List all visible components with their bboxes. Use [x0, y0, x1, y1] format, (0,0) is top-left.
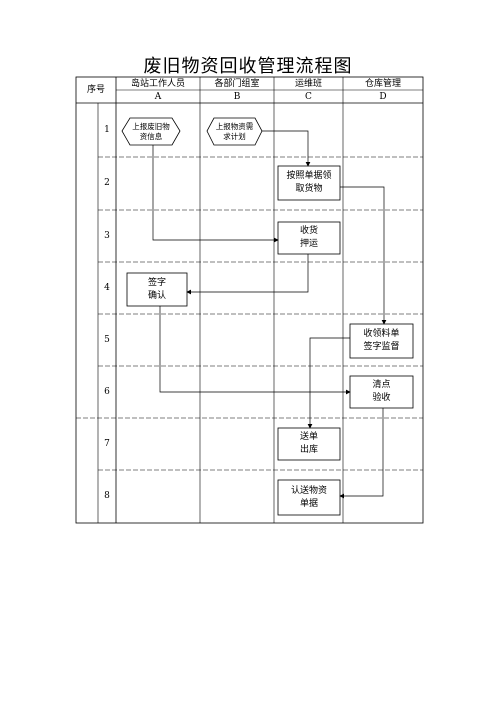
node-4a-line2: 确认	[147, 290, 166, 301]
header-col-c-code: C	[305, 92, 312, 102]
node-hex-1b	[206, 117, 263, 146]
node-1a-line1: 上报废旧物	[132, 121, 170, 131]
node-7c-line2: 出库	[299, 445, 318, 455]
header-col-b-code: B	[233, 92, 241, 102]
node-1a-line2: 资信息	[139, 131, 163, 141]
node-8c-text: 认送物资 单据	[278, 480, 340, 515]
node-1b-text: 上报物资需 求计划	[209, 118, 260, 145]
node-2c-line2: 取货物	[295, 184, 323, 194]
node-5d-line1: 收领料单	[363, 329, 400, 339]
connector-2c-5d	[340, 186, 387, 325]
node-8c-line1: 认送物资	[290, 485, 327, 496]
node-hex-1a	[121, 117, 181, 146]
row-number: 7	[104, 439, 110, 449]
connector-1b-2c	[262, 130, 311, 167]
row-number: 4	[104, 283, 110, 293]
node-4a-line1: 签字	[147, 277, 166, 288]
node-box-4a	[126, 272, 188, 307]
node-6d-text: 清点 验收	[350, 376, 413, 408]
node-2c-text: 按照单据领 取货物	[278, 166, 340, 200]
node-6d-line2: 验收	[372, 393, 391, 403]
node-5d-line2: 签字监督	[363, 342, 400, 352]
header-col-d-name: 仓库管理	[364, 79, 401, 89]
row-number: 8	[104, 491, 110, 501]
row-number: 3	[104, 231, 110, 241]
node-box-5d	[349, 323, 414, 359]
connector-4a-6d	[159, 306, 351, 395]
connector-6d-8c	[339, 408, 384, 499]
node-box-7c	[277, 427, 341, 461]
node-3c-line2: 押运	[299, 239, 318, 249]
connector-3c-4a	[186, 254, 309, 295]
node-5d-text: 收领料单 签字监督	[350, 324, 413, 358]
node-1b-line2: 求计划	[223, 131, 246, 141]
node-1b-line1: 上报物资需	[215, 121, 254, 131]
connector-1a-3c	[152, 145, 279, 243]
row-number: 5	[104, 335, 110, 345]
header-col-c-name: 运维班	[294, 79, 322, 89]
node-3c-text: 收货 押运	[278, 222, 340, 254]
node-2c-line1: 按照单据领	[286, 171, 332, 181]
node-6d-line1: 清点	[372, 380, 391, 390]
header-seq: 序号	[86, 85, 105, 95]
row-number: 6	[104, 387, 110, 397]
node-1a-text: 上报废旧物 资信息	[124, 118, 178, 145]
page-title: 废旧物资回收管理流程图	[143, 56, 353, 77]
node-7c-text: 送单 出库	[278, 428, 340, 460]
connector-5d-7c	[307, 337, 350, 429]
node-box-6d	[349, 375, 414, 409]
node-4a-text: 签字 确认	[127, 273, 187, 306]
table-frame	[75, 76, 424, 524]
header-col-d-code: D	[379, 92, 387, 102]
header-col-b-name: 各部门组室	[214, 79, 260, 89]
node-7c-line1: 送单	[299, 432, 318, 442]
node-box-2c	[277, 165, 341, 201]
row-number: 2	[104, 178, 110, 188]
node-8c-line2: 单据	[299, 498, 318, 509]
header-col-a-name: 岛站工作人员	[130, 79, 185, 89]
row-number: 1	[104, 125, 110, 135]
node-3c-line1: 收货	[299, 226, 318, 236]
header-col-a-code: A	[154, 92, 162, 102]
node-box-3c	[277, 221, 341, 255]
